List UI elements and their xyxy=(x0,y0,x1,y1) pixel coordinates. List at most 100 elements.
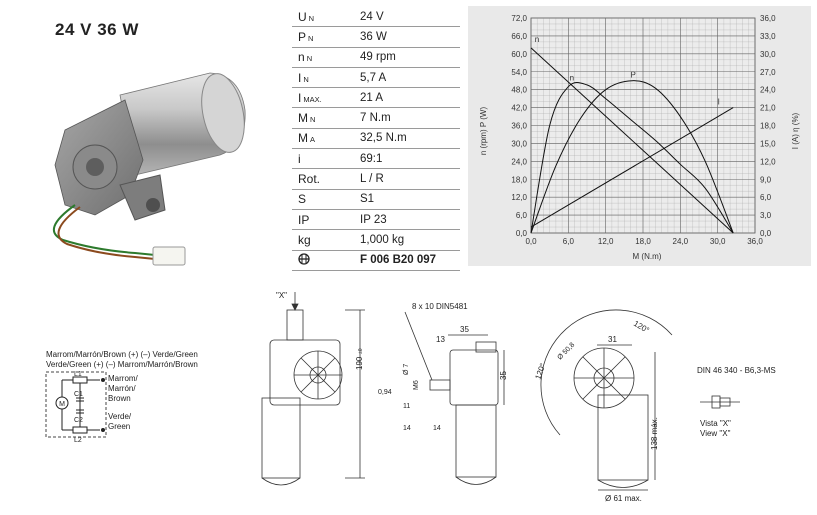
gear-wheel-rear xyxy=(574,348,634,408)
y-right-tick-label: 18,0 xyxy=(760,122,776,131)
spec-value: S1 xyxy=(360,189,460,210)
dim-13-label: 13 xyxy=(436,335,445,344)
dim-35-top-label: 35 xyxy=(460,325,469,334)
spec-value: 69:1 xyxy=(360,148,460,170)
y-right-tick-label: 36,0 xyxy=(760,14,776,23)
wiring-l2-label: L2 xyxy=(74,437,82,444)
din-note-label: DIN 46 340 - B6,3-MS xyxy=(697,366,776,375)
y-right-tick-label: 9,0 xyxy=(760,175,772,184)
spec-symbol-sub: MAX. xyxy=(303,94,322,104)
spec-symbol: Rot. xyxy=(292,168,360,190)
dim-35-side-label: 35 xyxy=(499,371,508,380)
dim-190-tol-label: ±0 xyxy=(358,348,364,354)
y-right-tick-label: 0,0 xyxy=(760,229,772,238)
rear-view-drawing: 120° 120° 31 Ø 50,8 138 máx. Ø 61 max. xyxy=(533,309,673,503)
wiring-brown-label-2: Marrón/ xyxy=(108,384,136,393)
spec-value: L / R xyxy=(360,168,460,190)
spec-symbol-text: n xyxy=(298,50,305,65)
spec-value: 32,5 N.m xyxy=(360,128,460,150)
spec-symbol-text: I xyxy=(298,90,302,105)
spec-symbol-text: M xyxy=(298,131,308,146)
wiring-box xyxy=(45,371,107,438)
curve-label: P xyxy=(631,71,636,80)
series-line-2 xyxy=(530,80,734,234)
dim-8x10-label: 8 x 10 DIN5481 xyxy=(412,302,468,311)
y-right-tick-label: 12,0 xyxy=(760,157,776,166)
wiring-l1-label: L1 xyxy=(74,371,82,378)
bosch-logo-icon xyxy=(298,253,310,265)
series-line-0 xyxy=(530,47,734,234)
spec-symbol: S xyxy=(292,189,360,210)
dim-50-label: Ø 50,8 xyxy=(556,342,576,362)
spec-value: 1,000 kg xyxy=(360,229,460,251)
wiring-green-label-2: Green xyxy=(108,422,130,431)
dim-61-label: Ø 61 max. xyxy=(605,494,642,503)
wiring-brown-label-3: Brown xyxy=(108,394,131,403)
y-right-tick-label: 3,0 xyxy=(760,211,772,220)
spec-value: 36 W xyxy=(360,26,460,48)
x-axis-label: M (N.m) xyxy=(633,252,662,261)
y-left-tick-label: 42,0 xyxy=(511,104,527,113)
chart-grid-major xyxy=(530,17,756,234)
dim-138-label: 138 máx. xyxy=(650,417,659,450)
spec-symbol-sub: N xyxy=(310,115,316,125)
spec-symbol-sub: N xyxy=(303,74,309,84)
spec-value: 7 N.m xyxy=(360,107,460,129)
y-left-tick-label: 72,0 xyxy=(511,14,527,23)
y-left-tick-label: 30,0 xyxy=(511,139,527,148)
connector-view-drawing: DIN 46 340 - B6,3-MS Vista "X" View "X" xyxy=(697,366,776,438)
y-right-tick-label: 30,0 xyxy=(760,50,776,59)
spec-row: F 006 B20 097 xyxy=(292,250,460,271)
y-left-tick-label: 36,0 xyxy=(511,122,527,131)
x-tick-label: 6,0 xyxy=(563,237,575,246)
spec-row: S S1 xyxy=(292,189,460,210)
wiring-green-label-1: Verde/ xyxy=(108,412,132,421)
x-tick-label: 36,0 xyxy=(747,237,763,246)
dim-120b-label: 120° xyxy=(632,319,651,335)
curve-label: n xyxy=(535,35,539,44)
dim-120a-label: 120° xyxy=(533,362,547,381)
dim-14b-label: 14 xyxy=(433,425,441,432)
gear-wheel-front xyxy=(294,351,342,399)
spec-symbol-text: S xyxy=(298,192,307,207)
spec-symbol-sub: A xyxy=(310,135,316,145)
dim-31-label: 31 xyxy=(608,335,617,344)
spec-symbol: IP xyxy=(292,209,360,231)
motor-wires xyxy=(52,204,156,260)
y-right-tick-label: 24,0 xyxy=(760,86,776,95)
y-left-tick-label: 12,0 xyxy=(511,193,527,202)
x-tick-label: 0,0 xyxy=(525,237,537,246)
y-axis-right-label: I (A) η (%) xyxy=(791,112,800,149)
spec-symbol-sub: N xyxy=(308,33,314,43)
y-right-tick-label: 21,0 xyxy=(760,104,776,113)
spec-symbol-sub: N xyxy=(308,13,315,23)
x-tick-label: 30,0 xyxy=(710,237,726,246)
spec-symbol: kg xyxy=(292,229,360,251)
spec-value: 49 rpm xyxy=(360,47,460,68)
spec-value: F 006 B20 097 xyxy=(360,250,460,271)
y-left-tick-label: 18,0 xyxy=(511,175,527,184)
wiring-diagram: Marrom/Marrón/Brown (+) (–) Verde/Green … xyxy=(45,350,198,444)
y-left-tick-label: 60,0 xyxy=(511,50,527,59)
x-tick-label: 12,0 xyxy=(598,237,614,246)
spec-symbol-sub: N xyxy=(306,54,313,64)
y-left-tick-label: 6,0 xyxy=(516,211,528,220)
series-line-1 xyxy=(530,82,734,234)
spec-symbol-text: I xyxy=(298,70,302,85)
technical-drawings: Marrom/Marrón/Brown (+) (–) Verde/Green … xyxy=(45,291,776,503)
page-title: 24 V 36 W xyxy=(55,20,139,39)
side-view-drawing: 8 x 10 DIN5481 35 13 Ø 7 M6 0,94 11 14 1… xyxy=(378,302,508,485)
wiring-text-1: Marrom/Marrón/Brown (+) (–) Verde/Green xyxy=(46,350,198,359)
